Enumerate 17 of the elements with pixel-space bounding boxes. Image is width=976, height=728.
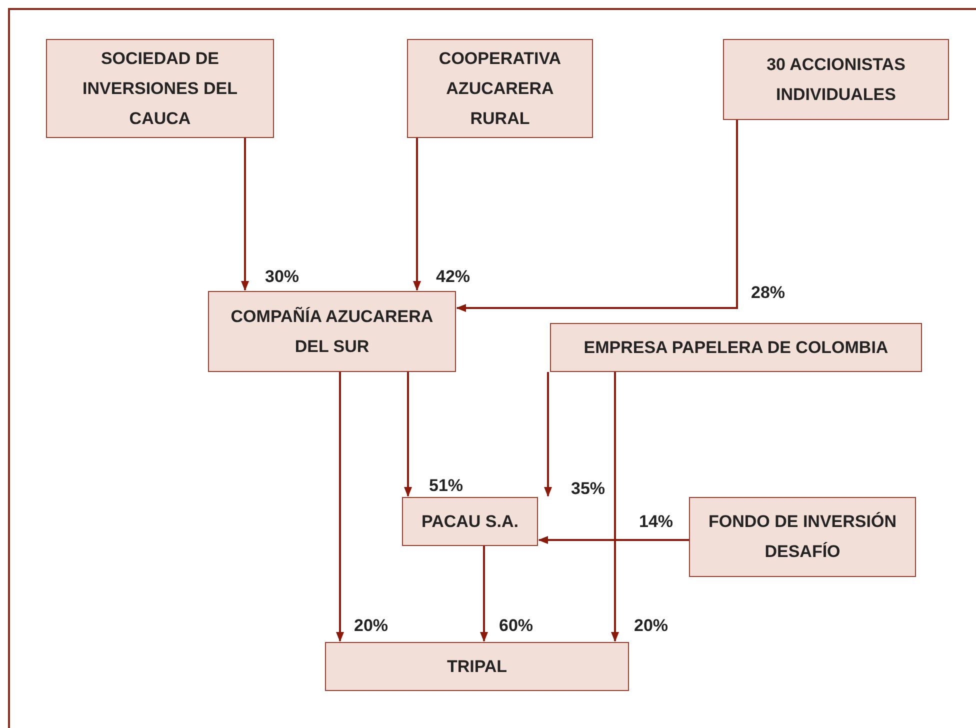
- arrow: [336, 372, 344, 642]
- arrow: [611, 372, 619, 642]
- company-box: COMPAÑÍA AZUCARERA DEL SUR: [208, 291, 456, 372]
- company-box: PACAU S.A.: [402, 497, 538, 546]
- company-box: SOCIEDAD DE INVERSIONES DEL CAUCA: [46, 39, 274, 138]
- arrow: [538, 536, 689, 544]
- arrow: [413, 138, 421, 291]
- arrow: [480, 546, 488, 642]
- company-box: COOPERATIVA AZUCARERA RURAL: [407, 39, 593, 138]
- arrow: [241, 138, 249, 291]
- arrow: [404, 372, 412, 497]
- company-box: EMPRESA PAPELERA DE COLOMBIA: [550, 323, 922, 372]
- company-box: FONDO DE INVERSIÓN DESAFÍO: [689, 497, 916, 577]
- company-box: TRIPAL: [325, 642, 629, 691]
- company-box: 30 ACCIONISTAS INDIVIDUALES: [723, 39, 949, 120]
- arrow: [456, 120, 738, 312]
- arrow: [544, 372, 552, 497]
